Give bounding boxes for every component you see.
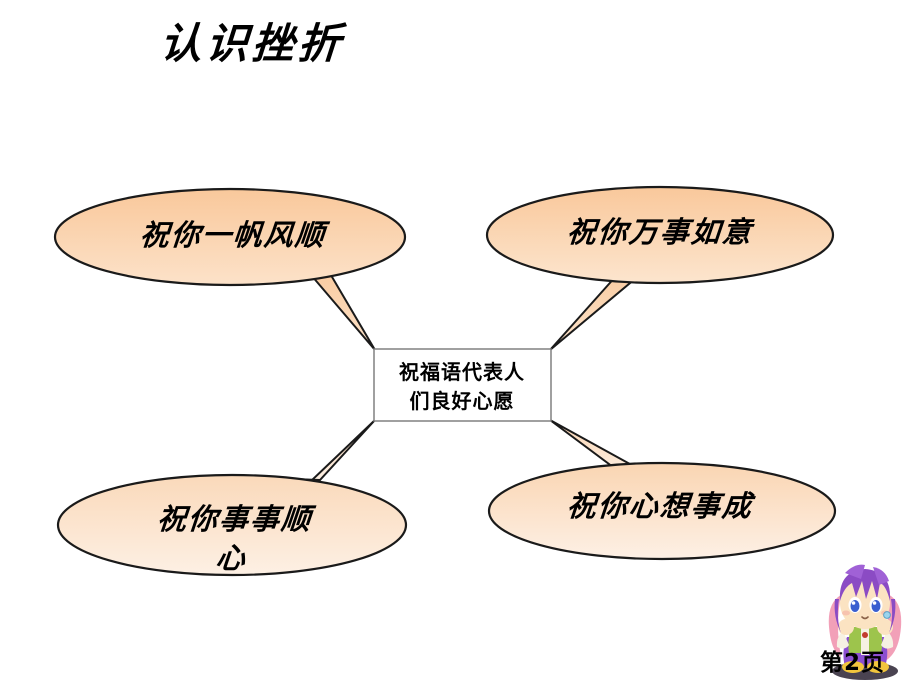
callout-3-tail bbox=[261, 419, 376, 484]
callout-2-shape[interactable] bbox=[485, 185, 835, 351]
callout-2-bubble bbox=[485, 185, 835, 285]
callout-1-shape[interactable] bbox=[53, 187, 407, 351]
center-node-box[interactable] bbox=[373, 348, 552, 422]
callout-3-shape[interactable] bbox=[56, 419, 408, 577]
callout-4-bubble bbox=[487, 461, 837, 561]
callout-4-shape[interactable] bbox=[487, 419, 837, 561]
callout-1-bubble bbox=[53, 187, 407, 287]
callout-3-bubble bbox=[56, 473, 408, 577]
cartoon-girl-character-icon bbox=[828, 564, 902, 680]
